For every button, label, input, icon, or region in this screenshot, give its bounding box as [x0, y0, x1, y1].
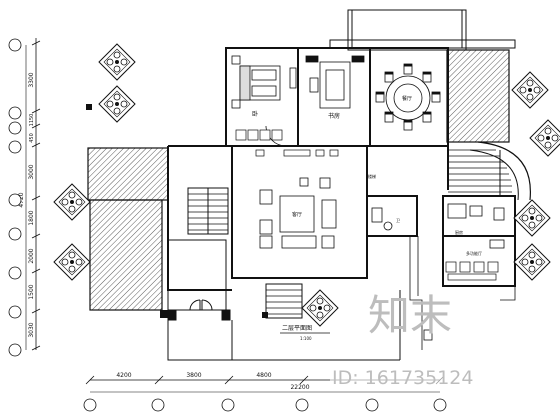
- bottom-dimension-chain: 4200 3800 4800 22200: [83, 372, 447, 412]
- hatched-terraces: [87, 49, 510, 311]
- label-study: 书房: [328, 112, 340, 120]
- bedroom-furniture: [231, 55, 297, 147]
- activity-seating: [445, 261, 499, 281]
- plan-title-block: 二层平面图 1:100: [280, 325, 330, 341]
- label-living: 客厅: [292, 211, 302, 218]
- watermark-id: ID: 161735124: [332, 367, 473, 389]
- dim-left-7: 1500: [28, 284, 35, 299]
- left-stair: [187, 187, 229, 235]
- top-balcony: [329, 9, 516, 51]
- axis-bubbles-left: [8, 38, 22, 357]
- bath-fixtures: [371, 203, 505, 249]
- dim-left-5: 1800: [28, 210, 35, 225]
- bottom-stair: [265, 283, 303, 319]
- dining-table: [375, 63, 441, 131]
- label-bath: 卫: [396, 218, 400, 223]
- right-stair: [448, 149, 512, 196]
- vestibule: [167, 239, 401, 361]
- living-sofa-set: [259, 177, 337, 249]
- dim-left-4: 3000: [28, 164, 35, 179]
- main-walls: [167, 47, 516, 291]
- dim-left-8: 3030: [28, 322, 35, 337]
- dim-left-1: 3300: [28, 72, 35, 87]
- chair-row: [235, 129, 339, 157]
- label-bedroom: 卧: [252, 110, 258, 118]
- dim-bottom-2: 3800: [186, 372, 201, 379]
- study-furniture: [305, 55, 365, 109]
- label-stair-note: 楼梯: [368, 173, 376, 179]
- watermark: 知末 ID: 161735124: [330, 291, 528, 389]
- dim-bottom-1: 4200: [116, 372, 131, 379]
- watermark-text: 知末: [368, 291, 452, 340]
- scale-note: 1:100: [300, 336, 312, 341]
- dim-bottom-3: 4800: [256, 372, 271, 379]
- label-dining: 餐厅: [402, 95, 412, 102]
- dim-left-3: 450: [29, 133, 35, 143]
- left-dimension-chain: 3300 1150 450 3000 4720 1800 2000 1500 3…: [18, 38, 41, 351]
- curved-balcony: [477, 141, 531, 201]
- plan-title: 二层平面图: [282, 325, 312, 332]
- dim-left-2: 1150: [29, 114, 35, 127]
- label-activity: 多功能厅: [466, 250, 482, 256]
- dim-left-total: 4720: [18, 192, 25, 207]
- dim-bottom-total: 22200: [290, 384, 309, 391]
- label-kitchen: 厨房: [455, 229, 463, 235]
- dim-left-6: 2000: [28, 248, 35, 263]
